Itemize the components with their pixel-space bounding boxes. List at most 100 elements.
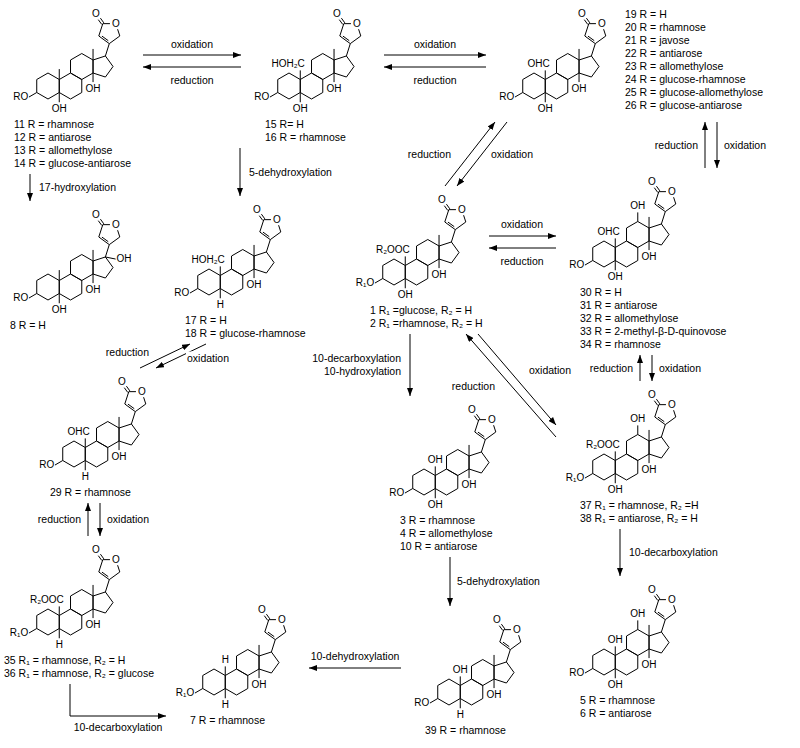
bond-line bbox=[479, 419, 486, 420]
atom-label: OH bbox=[642, 464, 657, 476]
structure-node: OOOHROHOH39 R = rhamnose bbox=[405, 610, 540, 737]
bond-line bbox=[464, 215, 466, 222]
bond-line bbox=[71, 590, 94, 616]
atom-label: O bbox=[273, 214, 281, 226]
compound-label: 33 R = 2-methyl-β-D-quinovose bbox=[580, 325, 726, 338]
atom-label: O bbox=[278, 614, 286, 626]
bond-line bbox=[439, 235, 440, 246]
bond-line bbox=[97, 422, 120, 448]
bond-line bbox=[585, 669, 593, 674]
bond-line bbox=[545, 70, 546, 79]
reaction-arrow bbox=[705, 122, 706, 168]
bond-line bbox=[99, 36, 110, 44]
bond-line bbox=[500, 630, 504, 642]
bond-line bbox=[435, 466, 436, 475]
reaction-arrow bbox=[143, 67, 241, 68]
compound-label: 6 R = antiarose bbox=[580, 707, 652, 720]
bond-line bbox=[284, 625, 286, 632]
bond-line bbox=[59, 606, 60, 615]
atom-label: OH bbox=[52, 304, 67, 316]
bond-line bbox=[99, 24, 103, 36]
atom-label: OH bbox=[398, 289, 413, 301]
bond-line bbox=[266, 614, 269, 619]
atom-label: O bbox=[668, 399, 676, 411]
reaction-label: oxidation bbox=[658, 362, 702, 375]
structure-node: OOOHOHROOH8 R = H bbox=[4, 205, 139, 332]
bond-line bbox=[656, 594, 659, 599]
bond-line bbox=[99, 560, 103, 572]
compound-label: 12 R = antiarose bbox=[14, 131, 91, 144]
bond-line bbox=[460, 699, 461, 709]
atom-label: OH bbox=[630, 200, 645, 212]
bond-line bbox=[100, 554, 103, 559]
reaction-arrow bbox=[70, 684, 166, 716]
bond-line bbox=[654, 401, 657, 406]
atom-label: O bbox=[578, 8, 586, 20]
bond-line bbox=[661, 425, 665, 437]
atom-label: H bbox=[217, 299, 224, 311]
reaction-arrow bbox=[410, 334, 411, 396]
bond-line bbox=[485, 432, 496, 440]
bond-line bbox=[593, 241, 616, 267]
bond-line bbox=[125, 404, 136, 412]
bond-line bbox=[99, 237, 110, 245]
bond-line bbox=[637, 425, 638, 434]
reaction-label: 10-decarboxylation 10-hydroxylation bbox=[305, 352, 402, 378]
bond-line bbox=[85, 438, 86, 447]
bond-line bbox=[259, 216, 262, 221]
bond-line bbox=[300, 70, 301, 79]
atom-label: H bbox=[457, 709, 464, 721]
bond-line bbox=[579, 73, 580, 82]
bond-line bbox=[593, 649, 616, 675]
reaction-label: oxidation bbox=[186, 352, 230, 365]
atom-label: OH bbox=[608, 634, 623, 646]
reaction-arrow bbox=[88, 503, 89, 536]
bond-line bbox=[103, 559, 110, 560]
bond-line bbox=[649, 632, 669, 653]
bond-line bbox=[579, 49, 580, 60]
compound-label: 23 R = allomethylose bbox=[625, 60, 723, 73]
bond-line bbox=[59, 73, 82, 99]
bond-line bbox=[615, 451, 616, 460]
bond-line bbox=[405, 256, 406, 265]
atom-label: R₁O bbox=[356, 277, 374, 289]
bond-line bbox=[455, 222, 466, 230]
bond-line bbox=[615, 261, 616, 271]
bond-line bbox=[375, 279, 383, 284]
bond-line bbox=[658, 612, 664, 617]
bond-line bbox=[109, 572, 120, 580]
bond-line bbox=[627, 630, 650, 656]
bond-line bbox=[29, 294, 37, 299]
bond-line bbox=[340, 36, 351, 44]
bond-line bbox=[649, 437, 669, 458]
bond-line bbox=[413, 469, 436, 495]
compound-label: 37 R₁ = rhamnose, R₂ =H bbox=[580, 499, 699, 512]
atom-label: OH bbox=[86, 619, 101, 631]
bond-line bbox=[430, 699, 438, 704]
bond-line bbox=[584, 20, 587, 25]
bond-line bbox=[102, 572, 108, 577]
compound-label: 24 R = glucose-rhamnose bbox=[625, 73, 746, 86]
bond-line bbox=[131, 412, 135, 424]
bond-line bbox=[275, 632, 286, 640]
atom-label: O bbox=[513, 624, 521, 636]
bond-line bbox=[665, 204, 676, 212]
bond-line bbox=[220, 289, 221, 299]
atom-label: O bbox=[112, 18, 120, 30]
bond-line bbox=[103, 224, 110, 225]
atom-label: OH bbox=[642, 659, 657, 671]
bond-line bbox=[71, 255, 94, 281]
bond-line bbox=[494, 679, 495, 688]
bond-line bbox=[674, 410, 676, 417]
compound-label: 39 R = rhamnose bbox=[425, 724, 506, 737]
reaction-label: oxidation bbox=[490, 148, 534, 161]
bond-line bbox=[523, 73, 546, 99]
bond-line bbox=[63, 441, 86, 467]
bond-line bbox=[494, 662, 514, 683]
reaction-label: oxidation bbox=[106, 513, 150, 526]
bond-line bbox=[265, 632, 276, 640]
bond-line bbox=[405, 259, 428, 285]
reaction-label: 5-dehydroxylation bbox=[456, 575, 541, 588]
bond-line bbox=[220, 269, 243, 295]
bond-line bbox=[270, 232, 281, 240]
